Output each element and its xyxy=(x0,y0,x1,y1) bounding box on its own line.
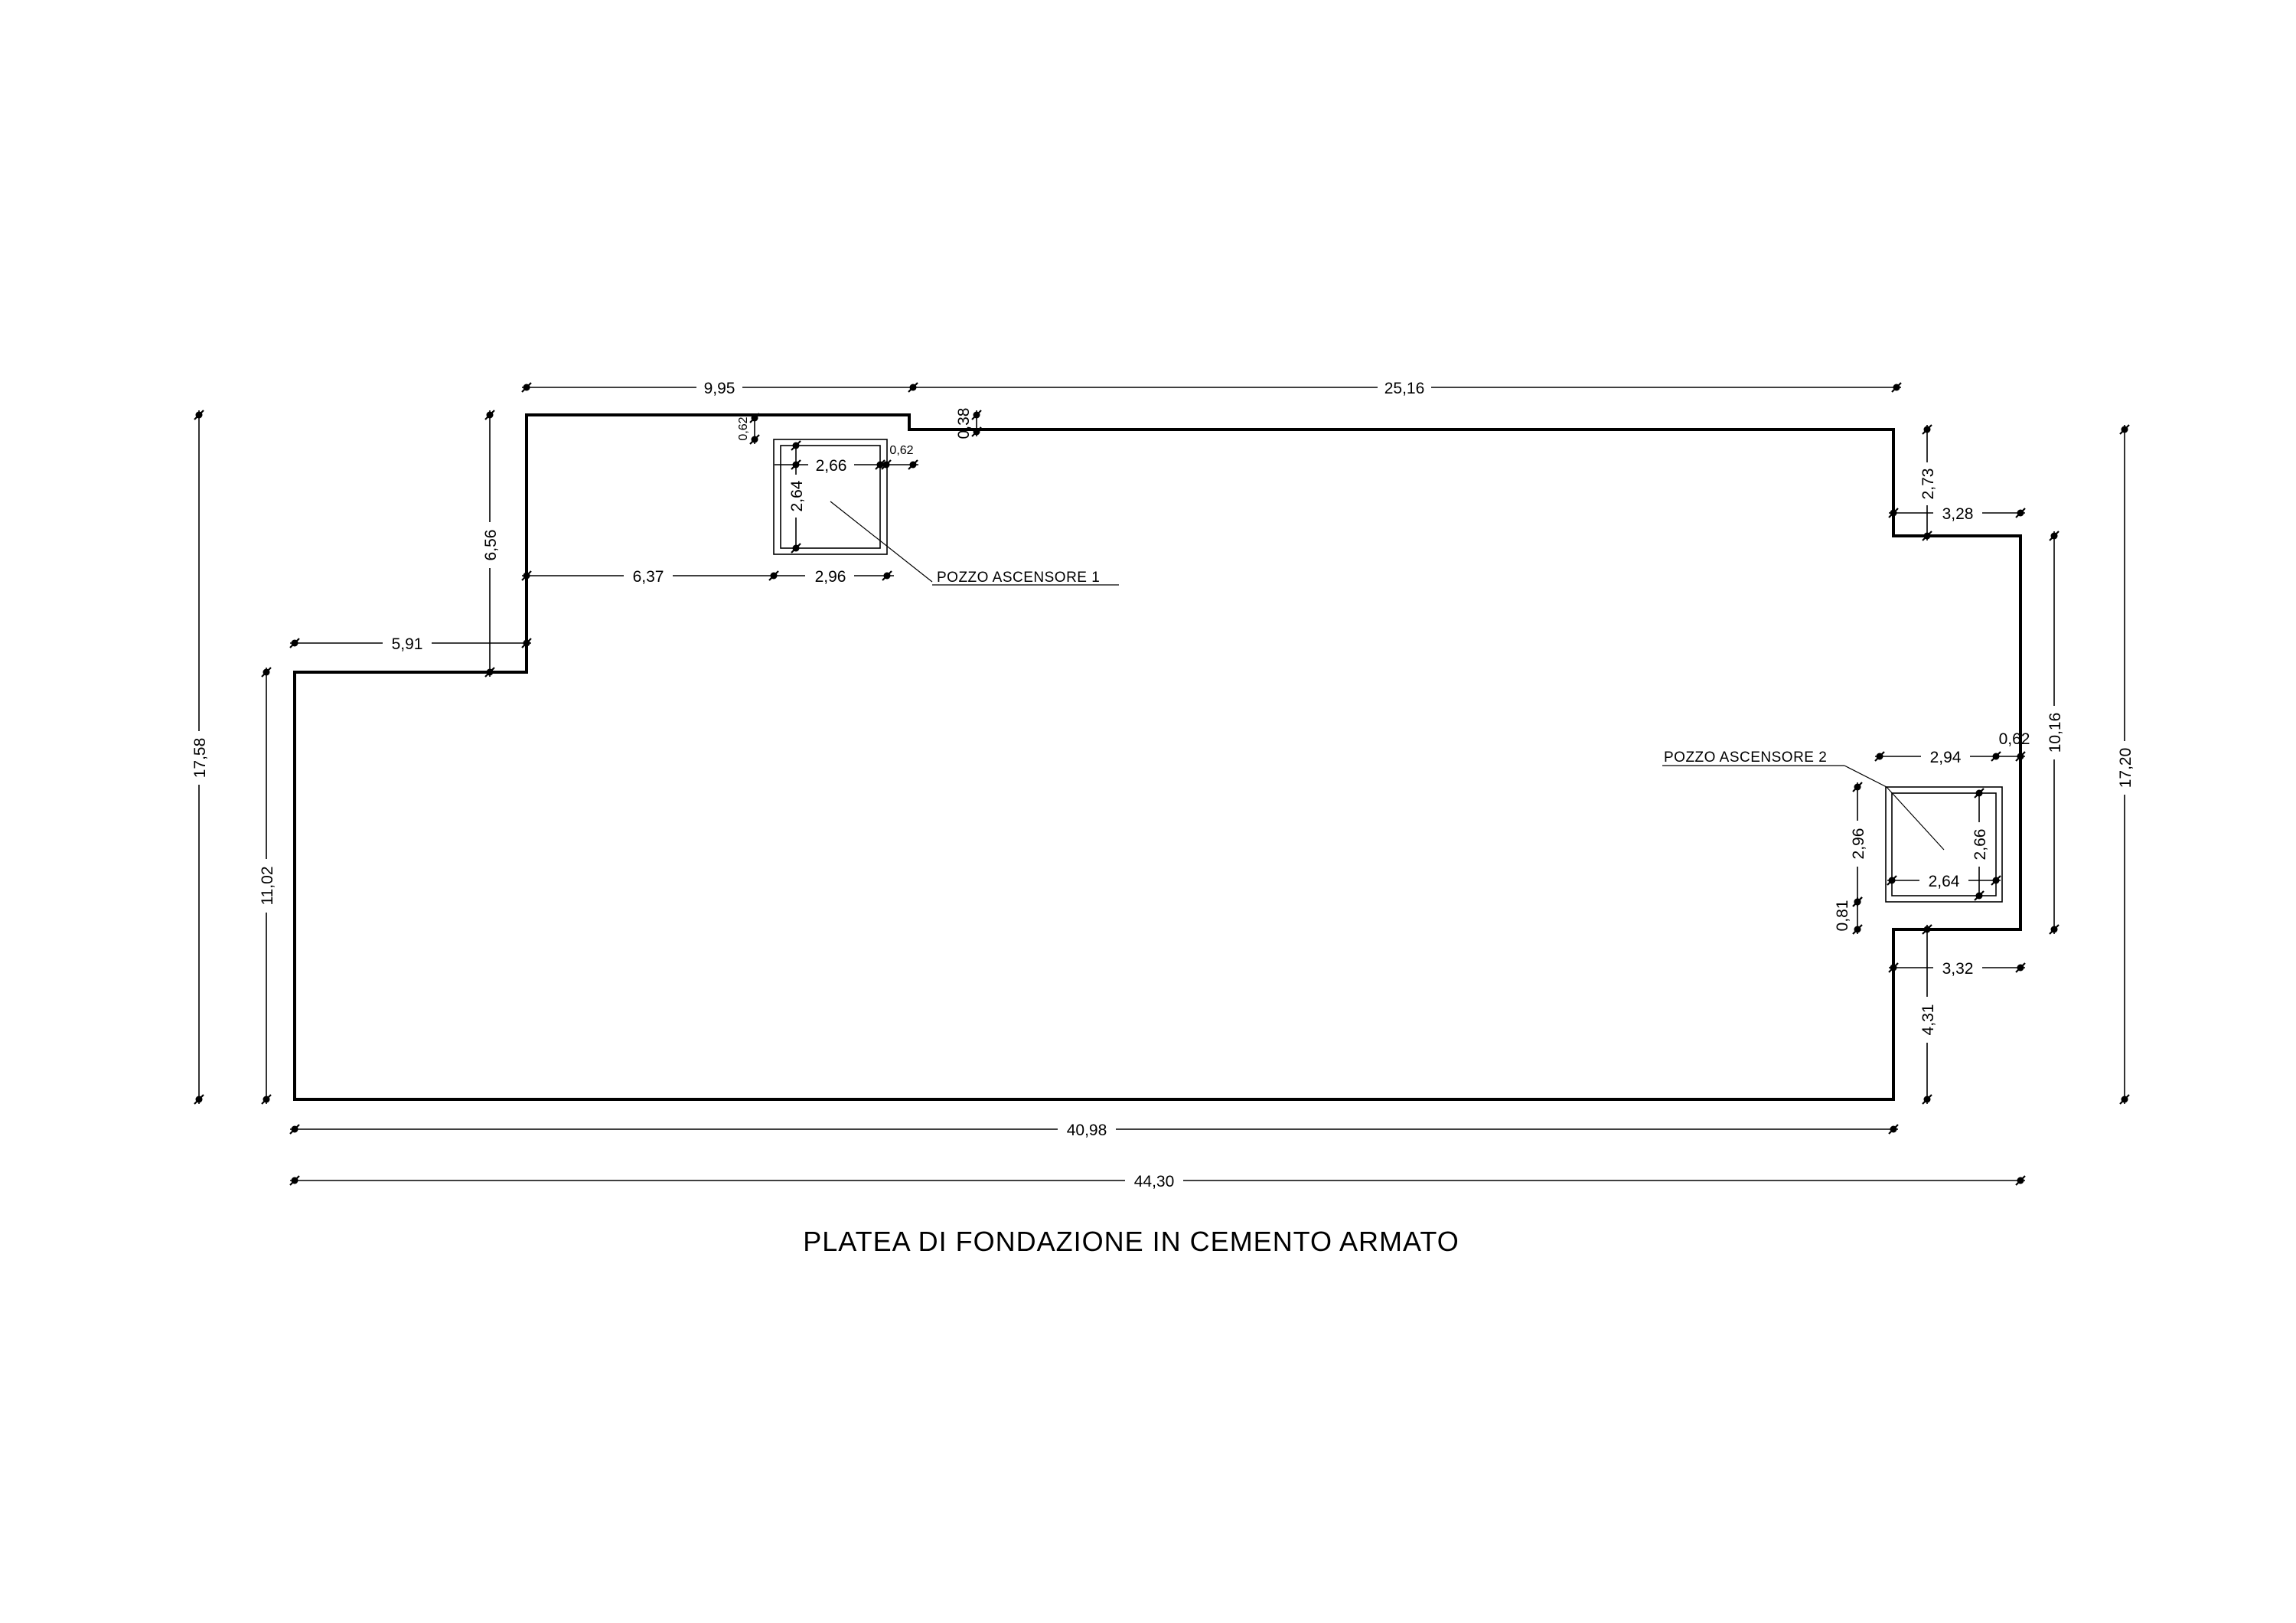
dim-right-top-step-width: 3,28 xyxy=(1942,505,1974,523)
dim-bottom-width xyxy=(289,1119,1900,1139)
dim-right-bottom-step-width: 3,32 xyxy=(1942,960,1974,978)
dim-shaft2-offset-right-value: 0,62 xyxy=(1999,730,2030,748)
foundation-slab-outline xyxy=(293,413,2022,1101)
dim-upper-wing xyxy=(479,409,501,678)
dim-shaft1-offset-top xyxy=(748,412,761,446)
dim-top-right-width: 25,16 xyxy=(1384,380,1425,397)
dim-shaft1-height xyxy=(787,439,805,554)
shaft1-leader-line xyxy=(830,501,933,583)
dim-shaft1-width xyxy=(775,455,919,475)
dim-right-top-step xyxy=(1887,503,2027,523)
dim-right-bottom-step xyxy=(1887,958,2027,978)
dim-shaft2-inner-height xyxy=(1968,787,1990,902)
dim-shaft1-width-value: 2,66 xyxy=(816,457,847,475)
dim-notch-height: 0,38 xyxy=(955,408,973,439)
dim-right-lower xyxy=(1916,923,1938,1105)
dim-right-bay-height: 10,16 xyxy=(2047,713,2064,753)
dim-overall-right-height-value: 17,20 xyxy=(2117,748,2135,789)
drawing-title: PLATEA DI FONDAZIONE IN CEMENTO ARMATO xyxy=(803,1226,1459,1257)
elevator-shaft-1 xyxy=(773,439,888,555)
dim-left-step-width: 5,91 xyxy=(392,635,423,653)
dim-overall-left-height-value: 17,58 xyxy=(191,738,209,779)
dim-shaft2-inner-width xyxy=(1886,870,2002,890)
dim-right-step xyxy=(1916,423,1938,542)
shaft1-callout: POZZO ASCENSORE 1 xyxy=(937,570,1100,586)
dim-upper-wing-height: 6,56 xyxy=(482,530,500,561)
dim-right-step-height: 2,73 xyxy=(1919,469,1937,500)
elevator-shaft-2 xyxy=(1885,786,2003,903)
dim-top-chain xyxy=(520,377,1903,397)
dim-shaft2-width-value: 2,94 xyxy=(1930,749,1962,766)
shaft2-leader-line xyxy=(1886,786,1945,851)
dim-overall-right-height xyxy=(2114,423,2135,1105)
dim-shaft2-inner-width-value: 2,64 xyxy=(1929,873,1960,890)
dim-shaft1-height-value: 2,64 xyxy=(788,480,806,511)
dim-shaft1-offset-left-value: 6,37 xyxy=(633,568,664,586)
dim-shaft2-width xyxy=(1874,746,2027,766)
dim-shaft2-depth xyxy=(1847,781,1868,908)
shaft2-callout: POZZO ASCENSORE 2 xyxy=(1664,749,1827,766)
dim-left-height-value: 11,02 xyxy=(259,867,276,906)
dim-shaft1-offset-right-value: 0,62 xyxy=(889,444,913,457)
dim-overall-left-height xyxy=(188,409,210,1105)
dim-left-height xyxy=(256,666,277,1105)
dim-shaft2-offset-bottom-value: 0,81 xyxy=(1834,900,1851,932)
dim-left-step xyxy=(289,633,533,653)
dim-shaft2-depth-value: 2,96 xyxy=(1850,828,1867,860)
dim-overall-width-value: 44,30 xyxy=(1134,1173,1175,1190)
dim-shaft2-offset-bottom xyxy=(1851,896,1864,936)
dim-notch xyxy=(970,409,983,438)
shaft2-leader-link xyxy=(1844,765,1887,788)
dim-bottom-width-value: 40,98 xyxy=(1067,1122,1107,1139)
dim-shaft1-offset-top-value: 0,62 xyxy=(737,416,750,440)
dim-shaft1-offset-chain xyxy=(520,566,894,586)
dim-shaft1-depth-value: 2,96 xyxy=(815,568,846,586)
dim-right-lower-height: 4,31 xyxy=(1919,1004,1937,1036)
dim-top-left-width: 9,95 xyxy=(704,380,735,397)
dim-shaft2-inner-height-value: 2,66 xyxy=(1971,829,1989,860)
dim-overall-width xyxy=(289,1171,2027,1190)
dim-right-bay xyxy=(2043,530,2065,936)
